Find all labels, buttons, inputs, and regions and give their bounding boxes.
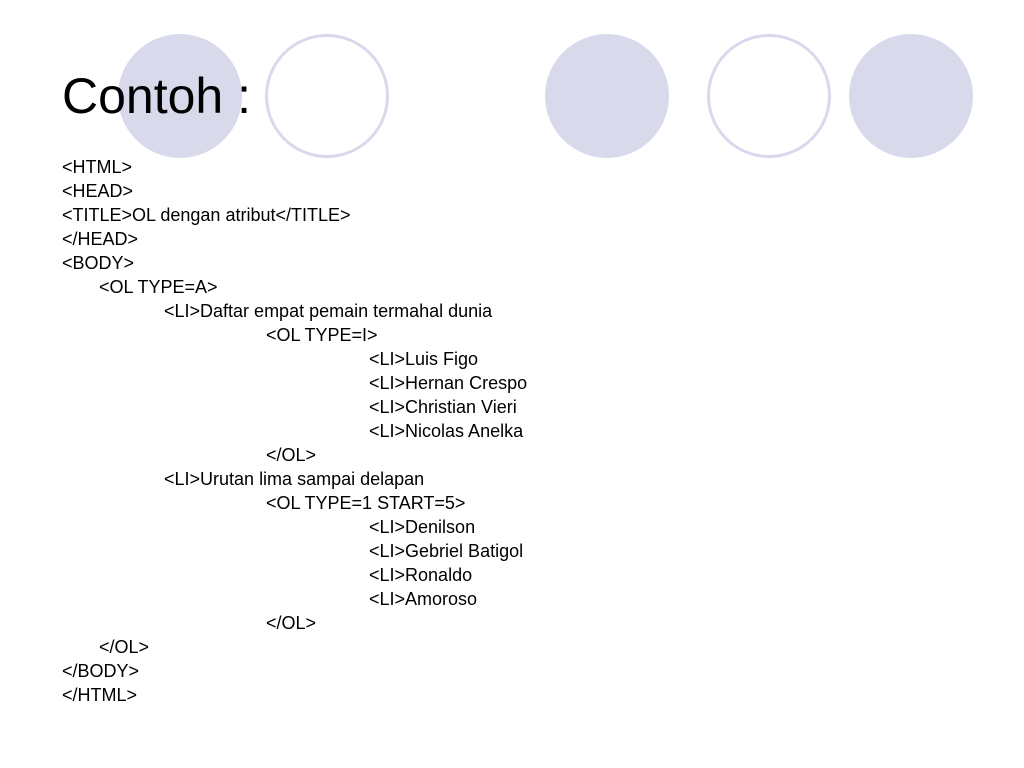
code-line: </BODY> [62,661,140,681]
code-line: <LI>Gebriel Batigol [369,541,524,561]
code-line: </HTML> [62,685,138,705]
code-line: <LI>Daftar empat pemain termahal dunia [164,301,493,321]
code-line: <TITLE>OL dengan atribut</TITLE> [62,205,351,225]
code-line: <OL TYPE=A> [99,277,218,297]
decorative-circle-filled [545,34,669,158]
code-line: </HEAD> [62,229,139,249]
code-line: <LI>Christian Vieri [369,397,517,417]
code-line: <HTML> [62,157,133,177]
decorative-circle-ring [707,34,831,158]
decorative-circle-ring [265,34,389,158]
code-line: </OL> [266,445,317,465]
code-line: <OL TYPE=1 START=5> [266,493,466,513]
slide-title: Contoh : [62,68,252,124]
decorative-circle-filled [118,34,242,158]
code-listing: <HTML> <HEAD> <TITLE>OL dengan atribut</TI… [62,155,527,707]
code-line: <BODY> [62,253,135,273]
code-line: <OL TYPE=I> [266,325,378,345]
code-line: <HEAD> [62,181,134,201]
code-line: <LI>Amoroso [369,589,478,609]
code-line: </OL> [99,637,150,657]
code-line: <LI>Nicolas Anelka [369,421,524,441]
code-line: <LI>Hernan Crespo [369,373,528,393]
code-line: </OL> [266,613,317,633]
decorative-circle-filled [849,34,973,158]
code-line: <LI>Urutan lima sampai delapan [164,469,425,489]
code-line: <LI>Denilson [369,517,476,537]
code-line: <LI>Ronaldo [369,565,473,585]
code-line: <LI>Luis Figo [369,349,479,369]
